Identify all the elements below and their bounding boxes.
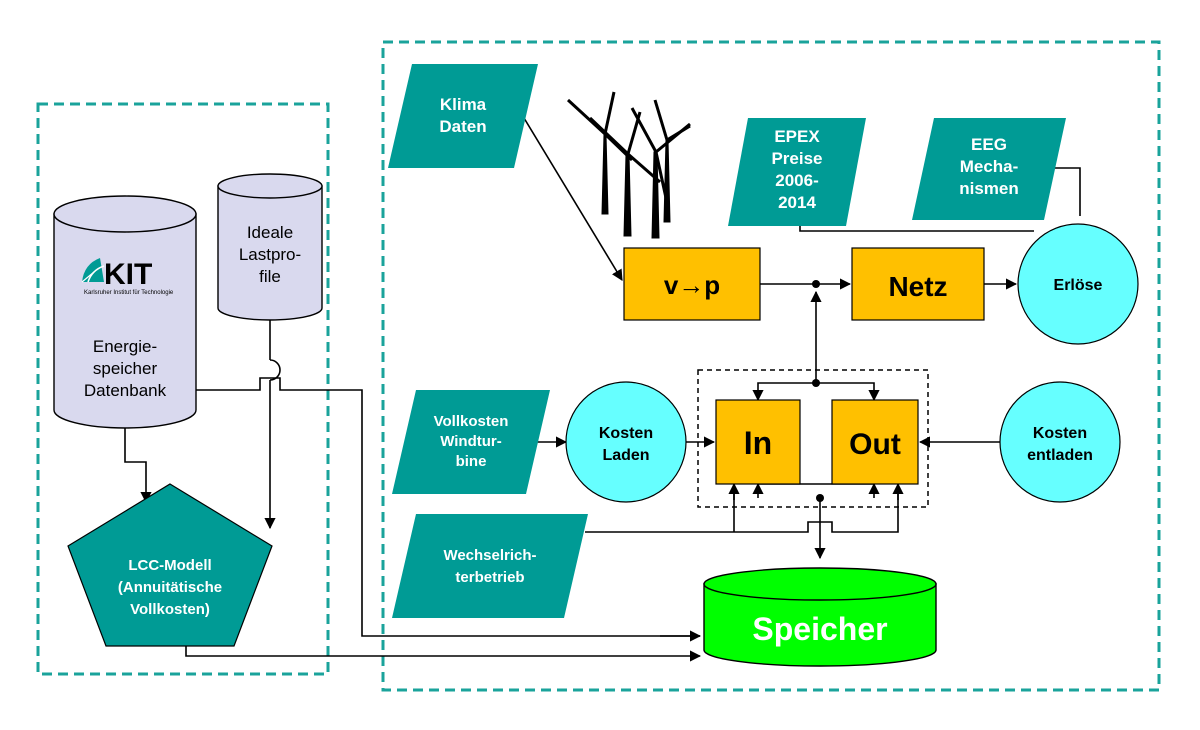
eeg-line-3: nismen <box>959 179 1019 198</box>
cylinder-speicher: Speicher <box>703 567 937 667</box>
process-vp: v→p <box>623 247 761 321</box>
lcc-line-2: (Annuitätische <box>118 579 222 596</box>
in-label: In <box>744 425 772 461</box>
process-in: In <box>715 399 801 485</box>
process-netz: Netz <box>851 247 985 321</box>
epex-line-4: 2014 <box>778 193 816 212</box>
kit-logo-text: KIT <box>104 258 152 291</box>
klima-line-2: Daten <box>439 117 486 136</box>
cylinder-lastprofile: Ideale Lastpro- file <box>217 173 323 321</box>
out-label: Out <box>849 428 901 461</box>
edge-db-speicher <box>196 377 700 637</box>
edge-klima-vp <box>523 117 623 281</box>
wechselrichter-line-1: Wechselrich- <box>443 547 536 564</box>
left-group-border <box>36 102 330 676</box>
kosten-laden-line-2: Laden <box>602 447 649 464</box>
edge-wechselrichter-inout <box>585 484 899 533</box>
energiespeicher-line-3: Datenbank <box>84 381 167 400</box>
input-wechselrichter: Wechselrich- terbetrieb <box>392 514 588 618</box>
edge-epex-erloese <box>799 226 1034 232</box>
erloese-label: Erlöse <box>1054 277 1103 294</box>
process-out: Out <box>831 399 919 485</box>
circle-erloese: Erlöse <box>1017 223 1139 345</box>
edge-bottom-bracket <box>757 483 875 498</box>
lastprofile-line-2: Lastpro- <box>239 245 301 264</box>
eeg-line-1: EEG <box>971 135 1007 154</box>
circle-kosten-laden: Kosten Laden <box>565 381 687 503</box>
speicher-label: Speicher <box>752 611 887 647</box>
input-epex: EPEX Preise 2006- 2014 <box>728 118 866 226</box>
junction-dot-bottom <box>816 494 824 502</box>
klima-line-1: Klima <box>440 95 487 114</box>
junction-dot-top <box>812 280 820 288</box>
circle-kosten-entladen: Kosten entladen <box>999 381 1121 503</box>
epex-line-2: Preise <box>771 149 822 168</box>
edge-eeg-erloese <box>1044 167 1081 216</box>
right-group-border <box>381 40 1161 692</box>
epex-line-3: 2006- <box>775 171 818 190</box>
eeg-line-2: Mecha- <box>960 157 1019 176</box>
vollkosten-line-2: Windtur- <box>440 433 502 450</box>
lastprofile-line-1: Ideale <box>247 223 293 242</box>
edge-db-lcc <box>124 420 152 504</box>
kosten-entladen-line-1: Kosten <box>1033 425 1087 442</box>
energiespeicher-line-2: speicher <box>93 359 158 378</box>
lastprofile-line-3: file <box>259 267 281 286</box>
vollkosten-line-1: Vollkosten <box>434 413 509 430</box>
lcc-line-1: LCC-Modell <box>128 557 211 574</box>
kit-logo-icon: KIT Karlsruher Institut für Technologie <box>81 258 174 296</box>
wind-turbines-icon <box>566 91 691 239</box>
edge-lcc-speicher <box>185 646 702 662</box>
cylinder-energiespeicher-db: KIT Karlsruher Institut für Technologie … <box>53 195 197 429</box>
kit-logo-subtext: Karlsruher Institut für Technologie <box>84 290 174 296</box>
kosten-laden-line-1: Kosten <box>599 425 653 442</box>
vollkosten-line-3: bine <box>456 453 487 470</box>
netz-label: Netz <box>888 271 947 302</box>
energiespeicher-line-1: Energie- <box>93 337 157 356</box>
vp-label: v→p <box>664 270 720 300</box>
wechselrichter-line-2: terbetrieb <box>455 569 524 586</box>
epex-line-1: EPEX <box>774 127 820 146</box>
input-klima: Klima Daten <box>388 64 538 168</box>
junction-dot-mid <box>812 379 820 387</box>
lcc-line-3: Vollkosten) <box>130 601 210 618</box>
input-vollkosten: Vollkosten Windtur- bine <box>392 390 550 494</box>
input-eeg: EEG Mecha- nismen <box>912 118 1066 220</box>
kosten-entladen-line-2: entladen <box>1027 447 1093 464</box>
connectors <box>124 117 1081 662</box>
pentagon-lcc-modell: LCC-Modell (Annuitätische Vollkosten) <box>67 483 273 647</box>
